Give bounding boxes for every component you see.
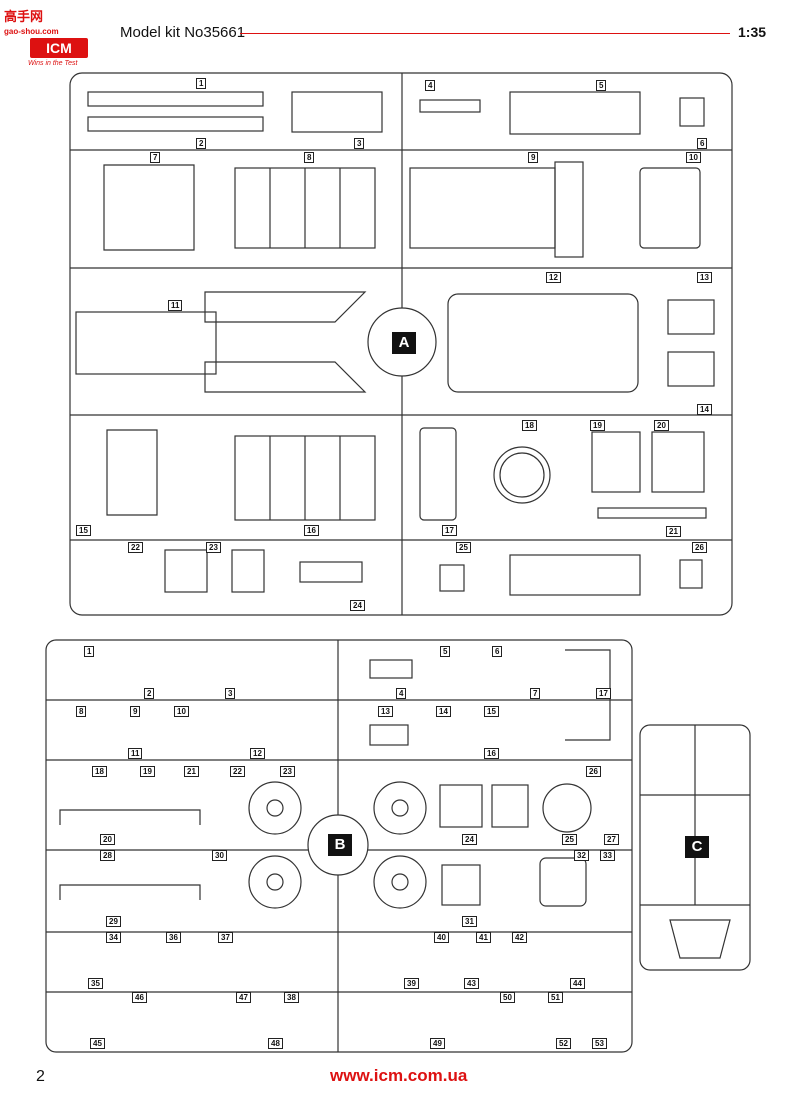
part-tag: 20 — [100, 834, 115, 845]
part-tag: 5 — [596, 80, 607, 91]
part-tag: 22 — [128, 542, 143, 553]
part-tag: 21 — [666, 526, 681, 537]
frame-a-label: A — [392, 332, 416, 354]
part-tag: 38 — [284, 992, 299, 1003]
brand-tagline: Wins in the Test — [28, 60, 78, 67]
part-tag: 46 — [132, 992, 147, 1003]
watermark-url: gao-shou.com — [4, 27, 59, 36]
part-tag: 11 — [168, 300, 183, 311]
brand-logo: ICM — [30, 38, 88, 58]
part-tag: 51 — [548, 992, 563, 1003]
part-tag: 6 — [492, 646, 503, 657]
frame-b-label: B — [328, 834, 352, 856]
part-tag: 11 — [128, 748, 143, 759]
part-tag: 13 — [697, 272, 712, 283]
part-tag: 16 — [484, 748, 499, 759]
part-tag: 8 — [304, 152, 315, 163]
part-tag: 3 — [225, 688, 236, 699]
part-tag: 42 — [512, 932, 527, 943]
website-link[interactable]: www.icm.com.ua — [330, 1066, 468, 1085]
part-tag: 3 — [354, 138, 365, 149]
part-tag: 2 — [144, 688, 155, 699]
scale-label: 1:35 — [738, 24, 767, 40]
part-tag: 9 — [130, 706, 141, 717]
part-tag: 43 — [464, 978, 479, 989]
part-tag: 14 — [697, 404, 712, 415]
part-tag: 23 — [280, 766, 295, 777]
part-tag: 28 — [100, 850, 115, 861]
part-tag: 10 — [686, 152, 701, 163]
part-tag: 1 — [196, 78, 207, 89]
watermark-logo: 高手网 — [4, 10, 44, 25]
frame-b-outline — [45, 639, 633, 1053]
part-tag: 14 — [436, 706, 451, 717]
part-tag: 16 — [304, 525, 319, 536]
part-tag: 9 — [528, 152, 539, 163]
part-tag: 32 — [574, 850, 589, 861]
part-tag: 35 — [88, 978, 103, 989]
frame-c-label: C — [685, 836, 709, 858]
part-tag: 40 — [434, 932, 449, 943]
part-tag: 10 — [174, 706, 189, 717]
part-tag: 1 — [84, 646, 95, 657]
part-tag: 12 — [250, 748, 265, 759]
part-tag: 21 — [184, 766, 199, 777]
page-number: 2 — [36, 1068, 45, 1085]
part-tag: 53 — [592, 1038, 607, 1049]
part-tag: 13 — [378, 706, 393, 717]
part-tag: 4 — [425, 80, 436, 91]
part-tag: 20 — [654, 420, 669, 431]
part-tag: 27 — [604, 834, 619, 845]
part-tag: 31 — [462, 916, 477, 927]
part-tag: 4 — [396, 688, 407, 699]
frame-a-outline — [69, 72, 733, 616]
part-tag: 24 — [350, 600, 365, 611]
part-tag: 18 — [522, 420, 537, 431]
part-tag: 22 — [230, 766, 245, 777]
part-tag: 24 — [462, 834, 477, 845]
part-tag: 49 — [430, 1038, 445, 1049]
part-tag: 17 — [442, 525, 457, 536]
part-tag: 7 — [530, 688, 541, 699]
part-tag: 8 — [76, 706, 87, 717]
part-tag: 34 — [106, 932, 121, 943]
part-tag: 25 — [562, 834, 577, 845]
part-tag: 19 — [590, 420, 605, 431]
part-tag: 7 — [150, 152, 161, 163]
part-tag: 6 — [697, 138, 708, 149]
part-tag: 41 — [476, 932, 491, 943]
part-tag: 12 — [546, 272, 561, 283]
part-tag: 39 — [404, 978, 419, 989]
part-tag: 2 — [196, 138, 207, 149]
part-tag: 26 — [586, 766, 601, 777]
part-tag: 17 — [596, 688, 611, 699]
part-tag: 50 — [500, 992, 515, 1003]
part-tag: 15 — [76, 525, 91, 536]
part-tag: 48 — [268, 1038, 283, 1049]
part-tag: 30 — [212, 850, 227, 861]
part-tag: 18 — [92, 766, 107, 777]
part-tag: 29 — [106, 916, 121, 927]
part-tag: 19 — [140, 766, 155, 777]
header-divider — [240, 33, 730, 34]
part-tag: 23 — [206, 542, 221, 553]
part-tag: 37 — [218, 932, 233, 943]
part-tag: 15 — [484, 706, 499, 717]
part-tag: 25 — [456, 542, 471, 553]
part-tag: 45 — [90, 1038, 105, 1049]
part-tag: 5 — [440, 646, 451, 657]
part-tag: 33 — [600, 850, 615, 861]
part-tag: 47 — [236, 992, 251, 1003]
part-tag: 44 — [570, 978, 585, 989]
page-title: Model kit No35661 — [120, 24, 246, 41]
part-tag: 26 — [692, 542, 707, 553]
part-tag: 52 — [556, 1038, 571, 1049]
part-tag: 36 — [166, 932, 181, 943]
